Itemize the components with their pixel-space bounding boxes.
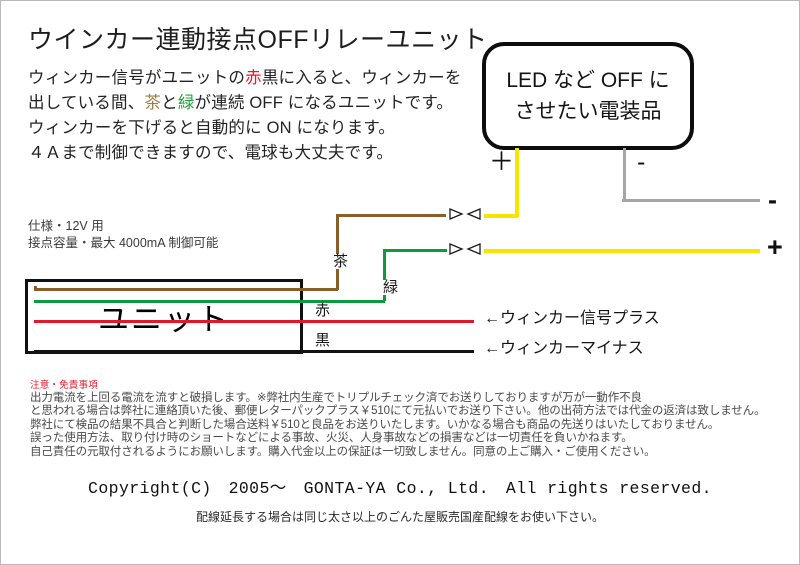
yellow-wire-to-led-plus-horizontal (484, 214, 518, 218)
desc-2-part-a: 出している間、 (28, 94, 145, 112)
copyright-text: Copyright(C) 2005～ GONTA-YA Co., Ltd. Al… (88, 479, 712, 498)
desc-1-part-a: ウィンカー信号がユニットの (28, 69, 246, 87)
page-title: ウインカー連動接点OFFリレーユニット (28, 26, 488, 54)
green-wire-vertical (383, 249, 386, 301)
led-minus-terminal-label: - (637, 148, 646, 176)
brown-wire-horizontal-upper (336, 214, 446, 217)
right-plus-terminal-label: + (767, 232, 783, 262)
brown-yellow-connector (448, 207, 482, 221)
black-wire (34, 350, 474, 353)
desc-2-part-b: と (161, 94, 178, 112)
disclaimer-line: 誤った使用方法、取り付け時のショートなどによる事故、火災、人身事故などの損害など… (30, 432, 633, 445)
desc-1-part-b: 黒 (261, 69, 279, 87)
brown-wire-vertical (336, 214, 339, 290)
winker-signal-plus-label: ←ウィンカー信号プラス (484, 310, 660, 327)
spec-line-2: 接点容量・最大 4000mA 制御可能 (28, 236, 219, 250)
green-wire-horizontal-upper (383, 249, 447, 252)
disclaimer-block: 注意・免責事項 出力電流を上回る電流を流すと破損します。※弊社内生産でトリプルチ… (30, 379, 775, 459)
brown-wire-horizontal-lower (34, 288, 338, 291)
disclaimer-line: と思われる場合は弊社に連絡頂いた後、郵便レターパックプラス￥510にて元払いでお… (30, 405, 766, 418)
led-plus-terminal-label: ＋ (489, 148, 515, 176)
disclaimer-line: 出力電流を上回る電流を流すと破損します。※弊社内生産でトリプルチェック済でお送り… (30, 392, 642, 404)
led-box-line-2: させたい電装品 (514, 100, 662, 123)
disclaimer-line: 自己責任の元取付されるようにお願いします。購入代金以上の保証は一切致しません。同… (30, 445, 656, 458)
description-line-3: ウィンカーを下げると自動的に ON になります。 (28, 119, 396, 137)
led-device-box: LED など OFF に させたい電装品 (482, 42, 694, 150)
desc-2-part-c: が連続 OFF になるユニットです。 (194, 94, 454, 112)
right-minus-terminal-label: - (768, 185, 777, 215)
green-yellow-connector (448, 242, 482, 256)
disclaimer-heading: 注意・免責事項 (30, 380, 98, 391)
description-line-2: 出している間、茶と緑が連続 OFF になるユニットです。 (28, 91, 468, 116)
desc-2-brown-word: 茶 (144, 94, 162, 112)
green-wire-horizontal-lower (34, 300, 385, 303)
gray-wire-from-led-minus-vertical (623, 148, 626, 201)
yellow-wire-to-plus-terminal (484, 249, 760, 253)
relay-unit-label: ユニット (98, 302, 230, 337)
desc-1-part-c: に入ると、ウィンカーを (278, 69, 462, 87)
disclaimer-line: 弊社にて検品の結果不具合と判断した場合送料￥510と良品をお送りいたします。いか… (30, 418, 720, 431)
bottom-note-text: 配線延長する場合は同じ太さ以上のごんた屋販売国産配線をお使い下さい。 (195, 510, 604, 524)
gray-wire-from-led-minus-horizontal (622, 199, 760, 202)
spec-block: 仕様・12V 用 接点容量・最大 4000mA 制御可能 (28, 218, 218, 252)
wire-label-brown: 茶 (331, 253, 351, 270)
desc-1-red-word: 赤 (245, 69, 262, 87)
wire-label-black: 黒 (313, 332, 333, 349)
wire-label-red: 赤 (313, 302, 333, 319)
red-wire (34, 320, 474, 323)
wire-label-green: 緑 (381, 279, 401, 296)
description-block: ウィンカー信号がユニットの赤黒に入ると、ウィンカーを 出している間、茶と緑が連続… (28, 66, 468, 166)
description-line-1: ウィンカー信号がユニットの赤黒に入ると、ウィンカーを (28, 66, 468, 91)
brown-wire-unit-stub (34, 286, 37, 290)
led-box-line-1: LED など OFF に (506, 69, 670, 92)
winker-signal-minus-label: ←ウィンカーマイナス (484, 340, 644, 357)
spec-line-1: 仕様・12V 用 (28, 219, 104, 233)
description-line-4: ４Ａまで制御できますので、電球も大丈夫です。 (28, 144, 394, 162)
desc-2-green-word: 緑 (177, 94, 195, 112)
yellow-wire-to-led-plus-vertical (515, 148, 519, 217)
